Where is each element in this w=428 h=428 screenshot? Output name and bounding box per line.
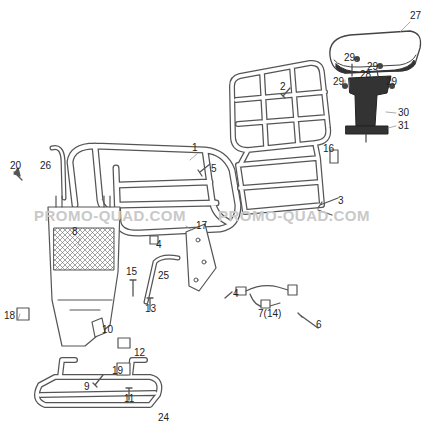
front-bumper [37, 360, 159, 405]
bracket [194, 278, 198, 282]
callout-number: 18 [4, 310, 15, 321]
small-plates [118, 338, 130, 348]
rods [146, 257, 178, 302]
callout-number: 7(14) [258, 308, 281, 319]
mesh-guard [54, 228, 114, 270]
leader-lines [18, 314, 20, 320]
seat-bracket [349, 76, 391, 126]
rear-rack [232, 63, 328, 212]
callout-number: 13 [145, 303, 156, 314]
callout-number: 26 [40, 160, 51, 171]
callout-number: 12 [134, 347, 145, 358]
bolts [130, 280, 136, 296]
small-plates [17, 308, 29, 320]
bolts [298, 313, 318, 328]
leader-lines [400, 22, 410, 32]
callout-number: 4 [156, 239, 162, 250]
bracket [186, 224, 216, 291]
front-bumper [37, 360, 159, 405]
leader-lines [190, 154, 197, 160]
exploded-view [14, 22, 421, 405]
watermark: PROMO-QUAD.COM [34, 208, 186, 224]
callout-number: 19 [112, 365, 123, 376]
watermark: PROMO-QUAD.COM [218, 208, 370, 224]
callout-number: 27 [410, 10, 421, 21]
rods [52, 148, 64, 199]
mesh-guard [48, 207, 120, 346]
bracket [196, 238, 200, 242]
leader-lines [186, 226, 192, 230]
seat [330, 31, 421, 73]
seat-bracket [342, 56, 395, 142]
seat-bracket [352, 64, 378, 142]
bolts [198, 164, 210, 176]
callout-number: 1 [192, 142, 198, 153]
leader-lines [18, 22, 410, 320]
wiring-harness [261, 300, 270, 308]
bracket [186, 224, 216, 291]
rear-rack [232, 63, 328, 212]
small-plates [17, 150, 338, 375]
callout-number: 29 [333, 76, 344, 87]
callout-number: 15 [126, 266, 137, 277]
callout-number: 29 [386, 76, 397, 87]
callout-number: 3 [338, 195, 344, 206]
callout-number: 20 [10, 160, 21, 171]
wiring-harness [288, 285, 297, 295]
callout-number: 16 [323, 143, 334, 154]
leader-lines [386, 112, 396, 128]
callout-number: 17 [196, 220, 207, 231]
seat [330, 31, 421, 73]
leader-lines [78, 238, 80, 245]
callout-number: 10 [102, 324, 113, 335]
bolts [93, 375, 103, 387]
callout-number: 31 [398, 120, 409, 131]
callout-number: 30 [398, 107, 409, 118]
wiring-harness [236, 285, 297, 308]
rods [52, 148, 64, 199]
rear-rack [232, 63, 328, 212]
rods [146, 257, 178, 302]
callout-number: 9 [84, 381, 90, 392]
callout-number: 11 [124, 393, 134, 404]
callout-number: 24 [158, 412, 169, 423]
callout-number: 25 [158, 270, 169, 281]
callout-number: 4 [233, 288, 239, 299]
callout-number: 2 [280, 81, 286, 92]
seat-bracket [346, 126, 388, 134]
leader-lines [345, 60, 392, 84]
front-bumper [37, 360, 159, 405]
bracket [202, 260, 206, 264]
callout-number: 5 [211, 163, 217, 174]
callout-number: 6 [316, 319, 322, 330]
bolts [225, 292, 232, 298]
bolts [14, 88, 338, 400]
callout-number: 8 [72, 226, 78, 237]
callout-number: 29 [344, 52, 355, 63]
callout-number: 28 [360, 69, 371, 80]
